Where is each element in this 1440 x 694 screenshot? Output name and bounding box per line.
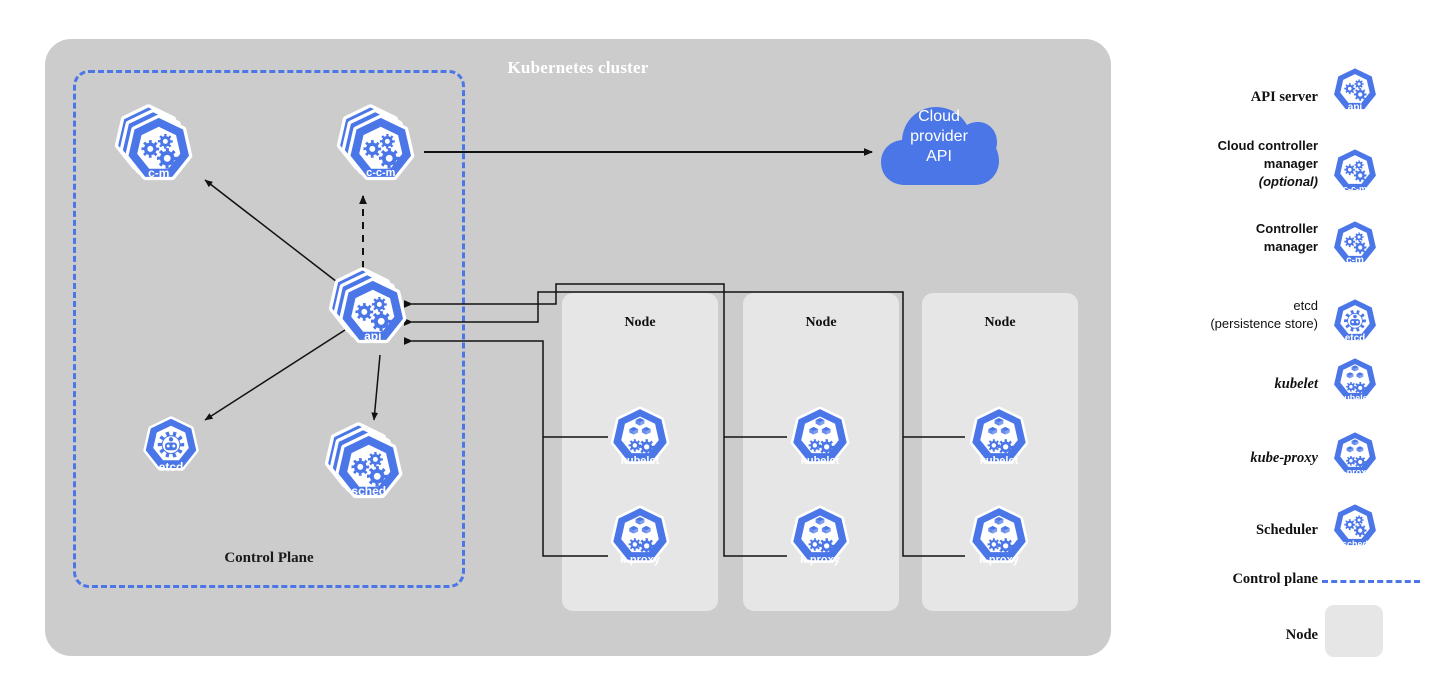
legend-icon-kubelet[interactable]: kubelet — [1326, 352, 1384, 410]
icon-caption: kubelet — [979, 454, 1019, 467]
cloud-provider-api-label: Cloud provider API — [879, 107, 999, 167]
icon-node-3-kubelet[interactable]: kubelet — [962, 401, 1036, 475]
cloud-line-3: API — [926, 148, 952, 165]
legend-label-controller-manager-line1: Controller — [1255, 221, 1318, 236]
icon-etcd[interactable]: etcd — [136, 411, 206, 481]
icon-caption: k-proxy — [800, 553, 840, 566]
node-title-3: Node — [984, 315, 1016, 330]
legend-label-scheduler: Scheduler — [1255, 522, 1318, 538]
icon-caption: api — [1347, 102, 1363, 114]
legend-label-node: Node — [1285, 627, 1318, 643]
legend-label-cloud-controller-manager-line2: manager — [1263, 156, 1318, 171]
legend-icon-scheduler[interactable]: sched — [1326, 498, 1384, 556]
icon-caption: k-proxy — [620, 553, 660, 566]
icon-caption: c-m — [148, 165, 170, 180]
icon-caption: etcd — [158, 459, 184, 474]
icon-node-2-kubelet[interactable]: kubelet — [783, 401, 857, 475]
icon-caption: c-c-m — [1342, 184, 1367, 195]
legend-icon-kube-proxy[interactable]: k-proxy — [1326, 426, 1384, 484]
node-title-1: Node — [624, 315, 656, 330]
legend-label-kube-proxy: kube-proxy — [1250, 450, 1318, 466]
legend-icon-controller-manager[interactable]: c-m — [1326, 215, 1384, 273]
legend: API server api Cloud controller manager … — [1140, 40, 1430, 670]
legend-icon-etcd[interactable]: etcd — [1326, 293, 1384, 351]
icon-caption: k-proxy — [979, 553, 1019, 566]
legend-label-api-server: API server — [1250, 89, 1318, 105]
icon-caption: sched — [1341, 539, 1368, 550]
icon-scheduler[interactable]: sched — [318, 418, 412, 512]
icon-caption: kubelet — [800, 454, 840, 467]
icon-caption: sched — [351, 483, 387, 498]
icon-caption: k-proxy — [1338, 467, 1372, 478]
legend-label-cloud-controller-manager-line3: (optional) — [1258, 174, 1318, 189]
legend-label-kubelet: kubelet — [1274, 376, 1319, 392]
icon-controller-manager[interactable]: c-m — [108, 100, 202, 194]
legend-label-cloud-controller-manager-line1: Cloud controller — [1217, 138, 1318, 153]
legend-label-controller-manager-line2: manager — [1263, 239, 1318, 254]
icon-caption: kubelet — [1339, 393, 1371, 404]
icon-caption: api — [364, 328, 382, 343]
icon-node-1-kube-proxy[interactable]: k-proxy — [603, 500, 677, 574]
cloud-line-2: provider — [910, 128, 968, 145]
icon-caption: c-c-m — [366, 166, 396, 179]
legend-icon-cloud-controller-manager[interactable]: c-c-m — [1326, 143, 1384, 201]
icon-node-2-kube-proxy[interactable]: k-proxy — [783, 500, 857, 574]
legend-swatch-control-plane-dashed-line — [1322, 580, 1420, 583]
icon-node-1-kubelet[interactable]: kubelet — [603, 401, 677, 475]
icon-caption: c-m — [1346, 255, 1364, 267]
legend-label-etcd-line1: etcd — [1293, 298, 1318, 313]
icon-cloud-controller-manager[interactable]: c-c-m — [330, 100, 424, 194]
icon-caption: kubelet — [620, 454, 660, 467]
icon-caption: etcd — [1344, 333, 1366, 345]
kubernetes-cluster-title: Kubernetes cluster — [507, 58, 649, 77]
node-title-2: Node — [805, 315, 837, 330]
control-plane-label: Control Plane — [224, 550, 314, 566]
cloud-line-1: Cloud — [918, 108, 960, 125]
legend-label-etcd-line2: (persistence store) — [1210, 316, 1318, 331]
icon-api-server[interactable]: api — [322, 263, 416, 357]
icon-node-3-kube-proxy[interactable]: k-proxy — [962, 500, 1036, 574]
legend-swatch-node-box — [1325, 605, 1383, 657]
legend-icon-api-server[interactable]: api — [1326, 62, 1384, 120]
cloud-provider-api-shape — [879, 97, 999, 187]
legend-label-control-plane: Control plane — [1232, 571, 1318, 587]
